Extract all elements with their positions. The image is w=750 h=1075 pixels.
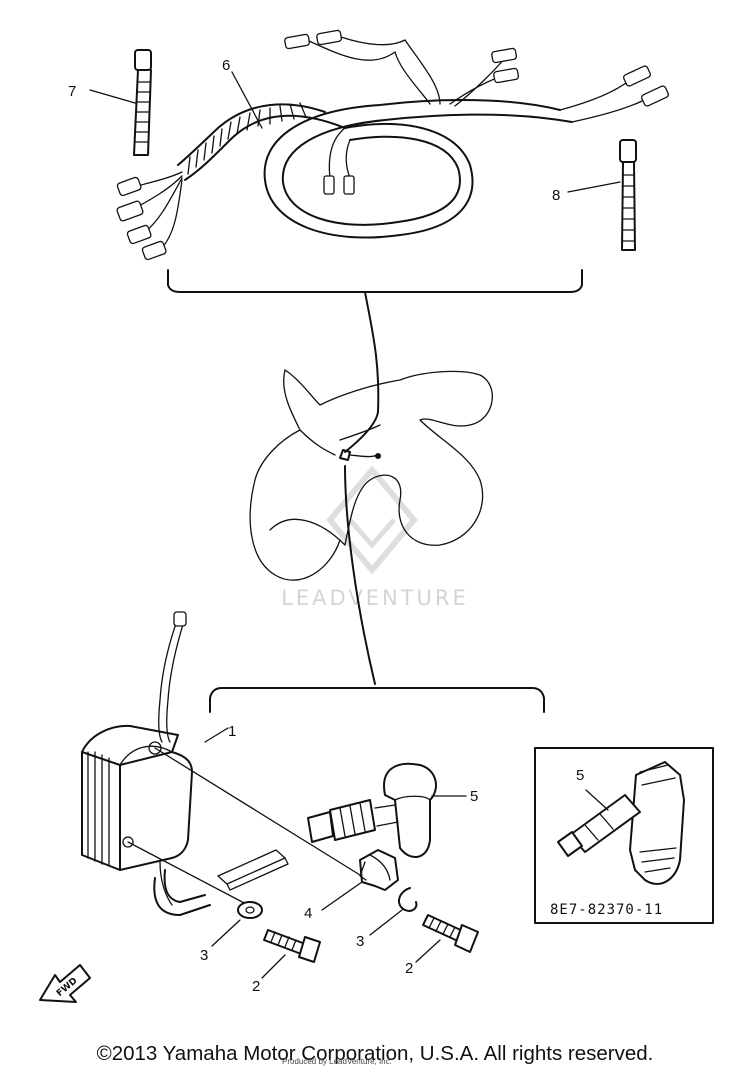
clamp [359, 849, 399, 891]
upper-bracket [167, 269, 583, 293]
lower-bracket [209, 687, 545, 713]
band-7: 7 [68, 49, 152, 156]
inset-box: 5 8E7-82370-11 [534, 747, 714, 924]
cdi-unit [81, 611, 361, 916]
wire-harness [116, 29, 669, 261]
motorcycle-outline [249, 369, 493, 581]
bolt-left [263, 929, 321, 963]
spark-plug-cap [307, 762, 437, 858]
washer-left [237, 901, 263, 919]
leadventure-watermark: LEADVENTURE [281, 465, 469, 610]
callout-5: 5 [470, 788, 478, 805]
watermark-text: LEADVENTURE [281, 586, 469, 610]
callout-1: 1 [228, 723, 236, 740]
band-8: 8 [552, 139, 637, 251]
copyright-notice: ©2013 Yamaha Motor Corporation, U.S.A. A… [96, 1042, 654, 1065]
fwd-arrow-icon: FWD [39, 964, 91, 1003]
callout-3-right: 3 [356, 933, 364, 950]
callout-2-right: 2 [405, 960, 413, 977]
callout-4: 4 [304, 905, 312, 922]
callout-5-inset: 5 [576, 767, 584, 784]
callout-3-left: 3 [200, 947, 208, 964]
inset-part-code: 8E7-82370-11 [550, 902, 663, 918]
producer-footnote: Produced by LeadVenture, Inc. [282, 1057, 392, 1066]
callout-2-left: 2 [252, 978, 260, 995]
parts-diagram: LEADVENTURE [39, 29, 714, 1003]
callout-7: 7 [68, 83, 76, 100]
callout-6: 6 [222, 57, 230, 74]
bolt-right [422, 914, 479, 953]
washer-right [398, 887, 418, 912]
callout-8: 8 [552, 187, 560, 204]
